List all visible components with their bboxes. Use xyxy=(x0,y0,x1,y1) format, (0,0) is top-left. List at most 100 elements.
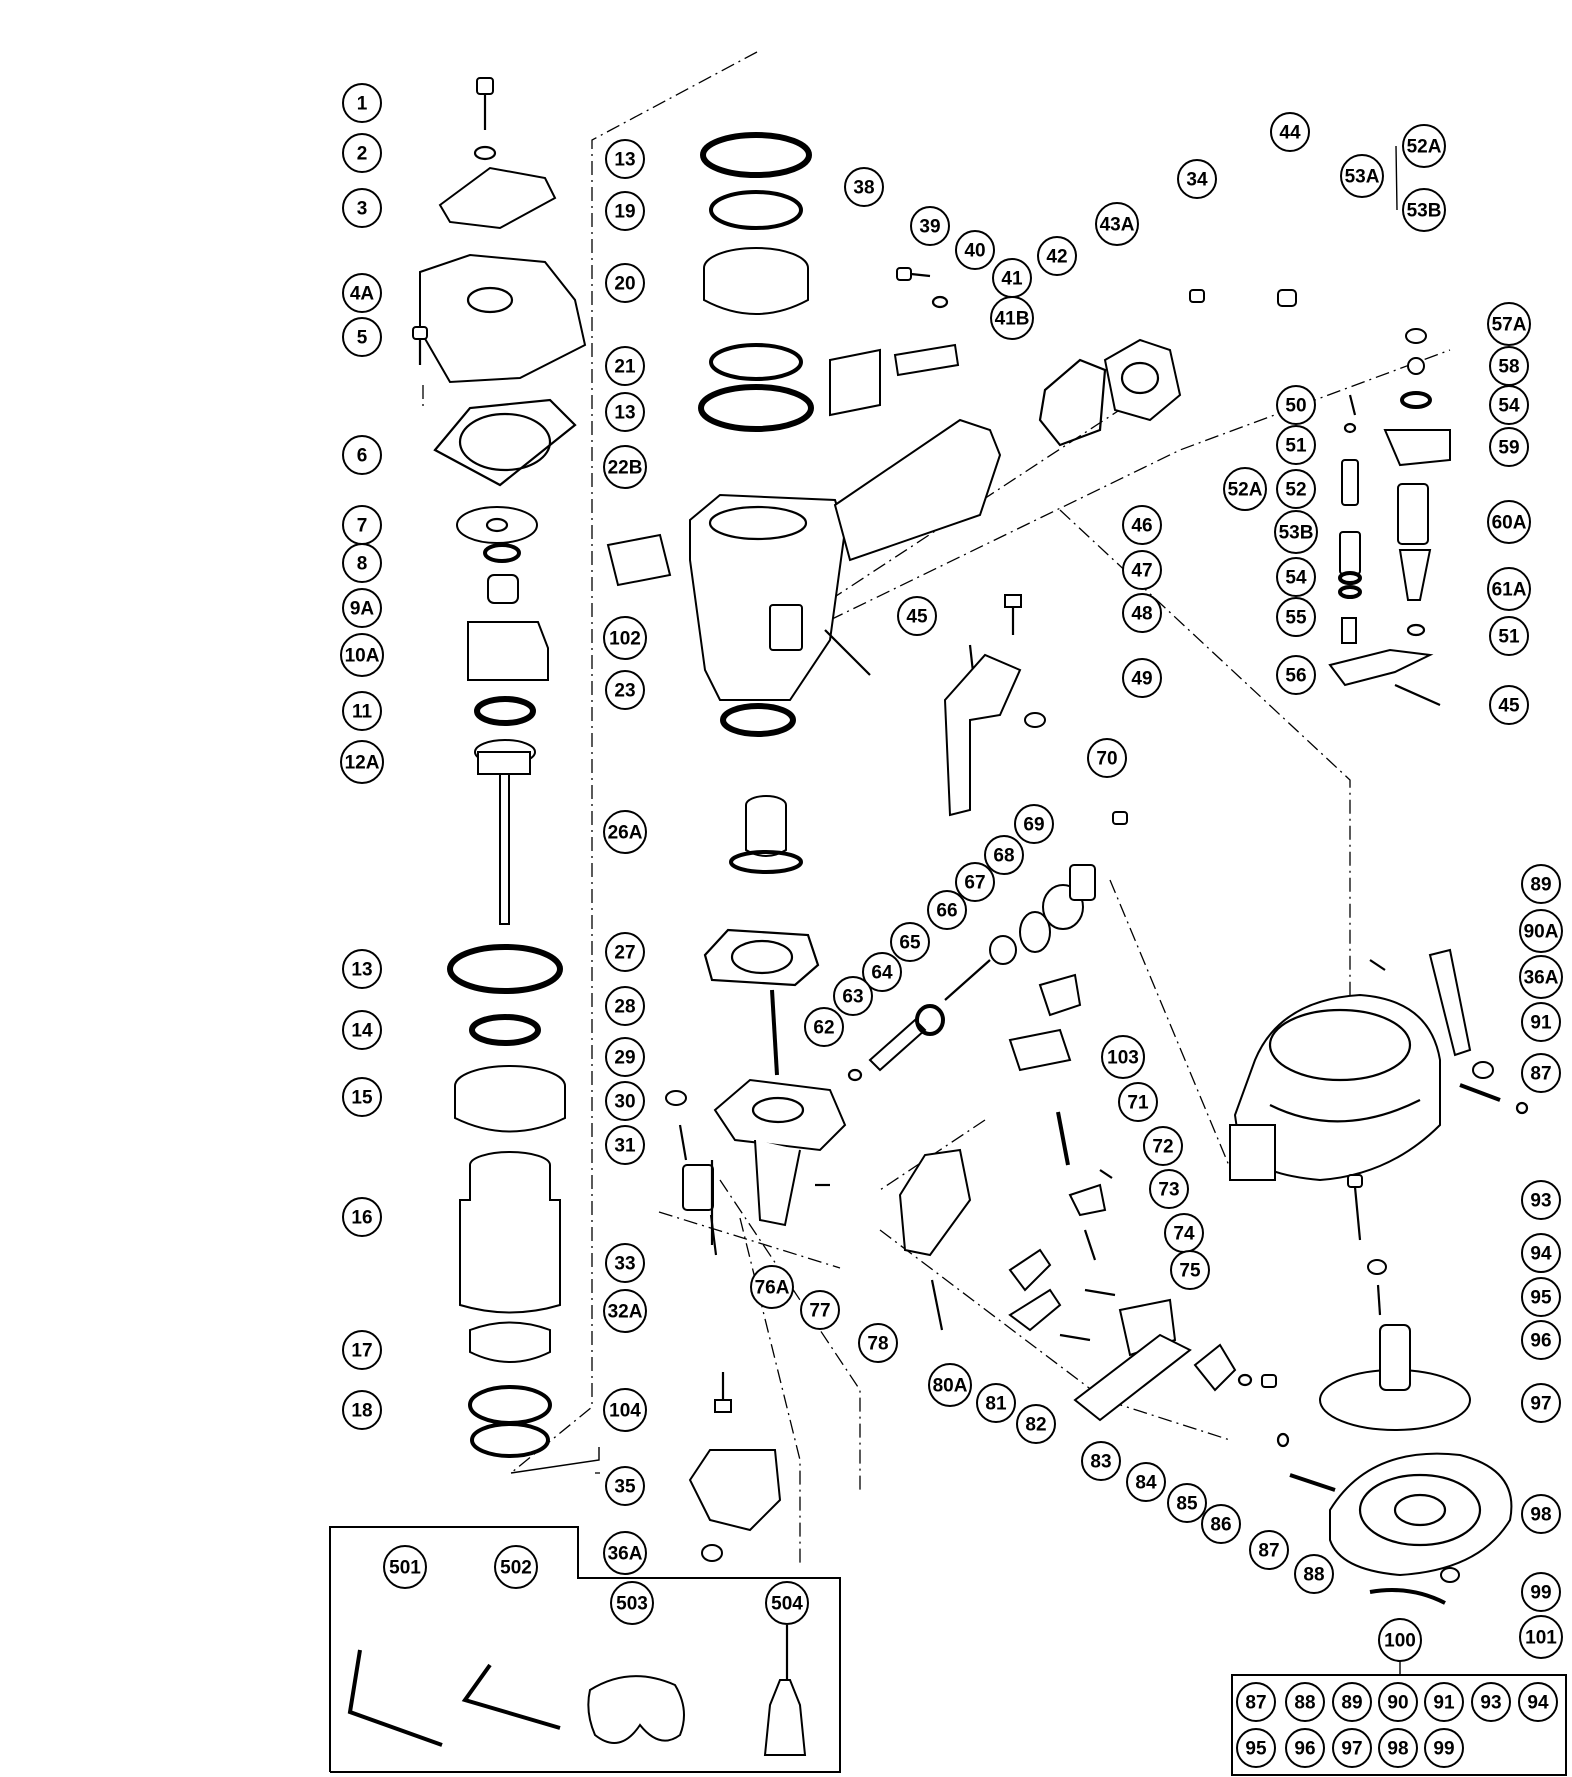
callout-number: 99 xyxy=(1530,1583,1551,1604)
callout-7: 7 xyxy=(342,505,382,545)
callout-18: 18 xyxy=(342,1390,382,1430)
callout-503: 503 xyxy=(610,1581,654,1625)
callout-39: 39 xyxy=(910,206,950,246)
callout-64: 64 xyxy=(862,952,902,992)
callout-34: 34 xyxy=(1177,159,1217,199)
callout-87: 87 xyxy=(1249,1530,1289,1570)
callout-number: 93 xyxy=(1530,1191,1551,1212)
callout-number: 95 xyxy=(1530,1288,1552,1309)
callout-number: 87 xyxy=(1245,1693,1266,1714)
callout-number: 81 xyxy=(985,1394,1007,1415)
kit-item-96: 96 xyxy=(1285,1728,1325,1768)
callout-number: 35 xyxy=(614,1477,636,1498)
callout-number: 77 xyxy=(809,1301,830,1322)
callout-57a: 57A xyxy=(1487,302,1531,346)
callout-65: 65 xyxy=(890,922,930,962)
callout-88: 88 xyxy=(1294,1554,1334,1594)
callout-number: 68 xyxy=(993,846,1014,867)
callout-53b: 53B xyxy=(1402,188,1446,232)
callout-72: 72 xyxy=(1143,1126,1183,1166)
callout-97: 97 xyxy=(1521,1383,1561,1423)
callout-number: 90 xyxy=(1387,1693,1408,1714)
callout-3: 3 xyxy=(342,188,382,228)
callout-52a: 52A xyxy=(1223,467,1267,511)
callout-number: 8 xyxy=(357,554,368,575)
callout-number: 53A xyxy=(1345,167,1380,188)
callout-number: 45 xyxy=(906,607,928,628)
callout-38: 38 xyxy=(844,167,884,207)
callout-number: 15 xyxy=(351,1088,373,1109)
callout-number: 12A xyxy=(345,753,380,774)
callout-101: 101 xyxy=(1519,1615,1563,1659)
callout-75: 75 xyxy=(1170,1250,1210,1290)
callout-63: 63 xyxy=(833,976,873,1016)
callout-36a: 36A xyxy=(1519,955,1563,999)
callout-90a: 90A xyxy=(1519,909,1563,953)
callout-number: 41B xyxy=(995,309,1030,330)
callout-number: 45 xyxy=(1498,696,1520,717)
callout-13: 13 xyxy=(605,139,645,179)
callout-501: 501 xyxy=(383,1545,427,1589)
callout-11: 11 xyxy=(342,691,382,731)
callout-number: 34 xyxy=(1186,170,1208,191)
callout-number: 87 xyxy=(1530,1064,1551,1085)
kit-item-93: 93 xyxy=(1471,1682,1511,1722)
callout-number: 72 xyxy=(1152,1137,1173,1158)
callout-91: 91 xyxy=(1521,1002,1561,1042)
callout-number: 46 xyxy=(1131,516,1152,537)
callout-60a: 60A xyxy=(1487,500,1531,544)
callout-40: 40 xyxy=(955,230,995,270)
callout-number: 76A xyxy=(755,1278,790,1299)
center-column-parts xyxy=(606,132,1002,1562)
callout-number: 2 xyxy=(357,144,368,165)
callout-number: 13 xyxy=(351,960,372,981)
callout-29: 29 xyxy=(605,1037,645,1077)
callout-number: 83 xyxy=(1090,1452,1111,1473)
callout-81: 81 xyxy=(976,1383,1016,1423)
callout-52a: 52A xyxy=(1402,124,1446,168)
callout-35: 35 xyxy=(605,1466,645,1506)
callout-77: 77 xyxy=(800,1290,840,1330)
callout-number: 7 xyxy=(357,516,368,537)
callout-51: 51 xyxy=(1489,616,1529,656)
callout-504: 504 xyxy=(765,1581,809,1625)
callout-number: 71 xyxy=(1127,1093,1149,1114)
callout-number: 28 xyxy=(614,997,635,1018)
callout-number: 50 xyxy=(1285,396,1306,417)
callout-69: 69 xyxy=(1014,804,1054,844)
callout-number: 86 xyxy=(1210,1515,1231,1536)
callout-66: 66 xyxy=(927,890,967,930)
callout-number: 6 xyxy=(357,446,368,467)
callout-number: 96 xyxy=(1530,1331,1551,1352)
callout-number: 21 xyxy=(614,357,636,378)
callout-49: 49 xyxy=(1122,658,1162,698)
callout-5: 5 xyxy=(342,317,382,357)
callout-53a: 53A xyxy=(1340,154,1384,198)
magazine-parts xyxy=(1229,948,1529,1605)
callout-number: 36A xyxy=(608,1544,643,1565)
callout-number: 89 xyxy=(1341,1693,1362,1714)
callout-number: 5 xyxy=(357,328,368,349)
callout-number: 54 xyxy=(1285,568,1307,589)
callout-94: 94 xyxy=(1521,1233,1561,1273)
callout-number: 49 xyxy=(1131,669,1152,690)
callout-number: 30 xyxy=(614,1092,635,1113)
callout-76a: 76A xyxy=(750,1265,794,1309)
callout-number: 44 xyxy=(1279,123,1301,144)
callout-13: 13 xyxy=(605,392,645,432)
callout-68: 68 xyxy=(984,835,1024,875)
assembly-outline xyxy=(422,51,1451,1565)
callout-95: 95 xyxy=(1521,1277,1561,1317)
callout-21: 21 xyxy=(605,346,645,386)
callout-6: 6 xyxy=(342,435,382,475)
callout-number: 504 xyxy=(771,1594,803,1615)
callout-number: 100 xyxy=(1384,1631,1416,1652)
callout-number: 98 xyxy=(1387,1739,1408,1760)
callout-number: 19 xyxy=(614,202,635,223)
callout-number: 52A xyxy=(1407,137,1442,158)
callout-number: 48 xyxy=(1131,604,1152,625)
callout-84: 84 xyxy=(1126,1462,1166,1502)
callout-number: 43A xyxy=(1100,215,1135,236)
callout-number: 10A xyxy=(345,646,380,667)
part-callouts: 1234A56789A10A1112A131415161718131920211… xyxy=(340,83,1563,1662)
